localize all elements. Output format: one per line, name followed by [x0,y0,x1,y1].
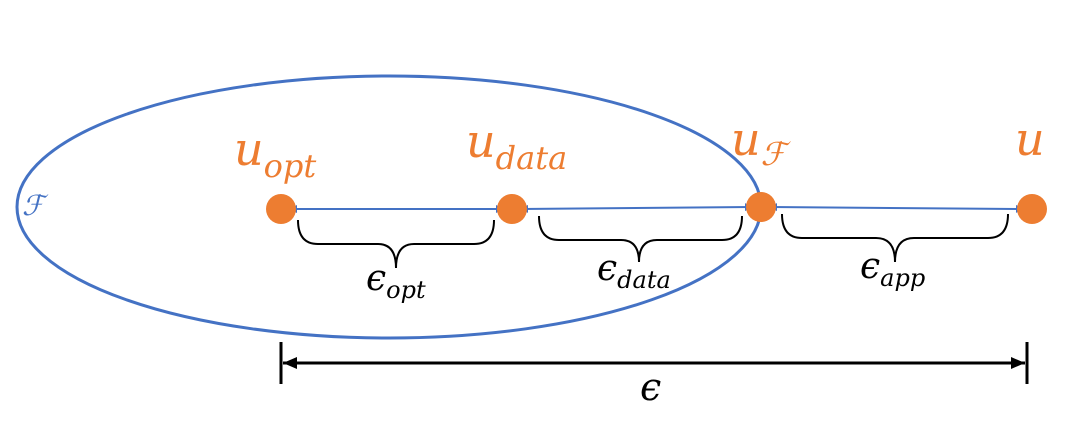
label-eps-opt: ϵopt [366,258,426,304]
function-class-label: ℱ [22,189,49,222]
label-eps-total: ϵ [640,365,661,409]
total-error-arrowhead-right [1011,357,1025,369]
point-u-F [746,192,776,222]
label-u-opt: uopt [234,122,316,185]
label-u-F: uℱ [731,112,792,173]
point-u [1017,194,1047,224]
label-eps-app: ϵapp [860,246,925,292]
brace-opt [297,219,495,269]
point-u-opt [266,194,296,224]
label-u-data: udata [466,114,567,177]
label-eps-data: ϵdata [597,248,671,294]
point-u-data [497,194,527,224]
label-u: u [1015,112,1045,166]
brace-data [538,215,743,263]
connector-F-u [769,203,1024,213]
total-error-arrowhead-left [283,357,297,369]
brace-app [781,213,1009,263]
connector-data-F [520,203,753,213]
